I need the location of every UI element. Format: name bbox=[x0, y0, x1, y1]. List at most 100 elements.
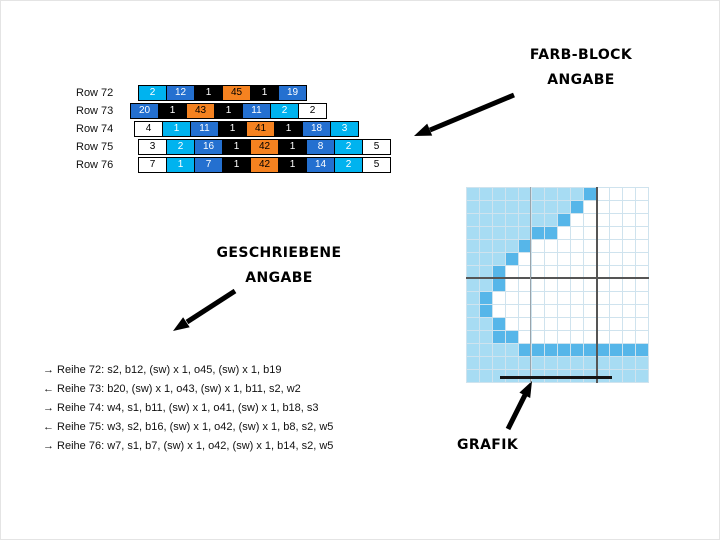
grid-cell bbox=[519, 305, 531, 317]
grid-cell bbox=[545, 357, 557, 369]
grid-cell bbox=[506, 331, 518, 343]
grid-cell bbox=[467, 188, 479, 200]
grid-cell bbox=[480, 292, 492, 304]
grid-cell bbox=[493, 331, 505, 343]
grid-cell bbox=[480, 227, 492, 239]
grid-cell bbox=[480, 253, 492, 265]
grid-cell bbox=[545, 305, 557, 317]
color-block-cell: 8 bbox=[306, 139, 335, 155]
color-block-cell: 1 bbox=[278, 157, 307, 173]
color-block-cell: 2 bbox=[270, 103, 299, 119]
color-block-cell: 4 bbox=[134, 121, 163, 137]
grid-cell bbox=[623, 214, 635, 226]
grid-cell bbox=[519, 292, 531, 304]
grid-cell bbox=[532, 357, 544, 369]
grid-cell bbox=[597, 292, 609, 304]
color-block-cell: 18 bbox=[302, 121, 331, 137]
color-block-cell: 43 bbox=[186, 103, 215, 119]
grid-cell bbox=[610, 266, 622, 278]
grid-cell bbox=[636, 292, 648, 304]
grid-cell bbox=[545, 292, 557, 304]
grid-cell bbox=[623, 331, 635, 343]
color-block-cell: 1 bbox=[214, 103, 243, 119]
grid-cell bbox=[506, 214, 518, 226]
color-block-cell: 7 bbox=[138, 157, 167, 173]
grid-cell bbox=[597, 344, 609, 356]
grid-cell bbox=[610, 370, 622, 382]
grid-cell bbox=[610, 201, 622, 213]
grid-cell bbox=[636, 227, 648, 239]
grid-cell bbox=[610, 214, 622, 226]
color-block-cell: 2 bbox=[138, 85, 167, 101]
color-block-cell: 11 bbox=[190, 121, 219, 137]
grid-cell bbox=[506, 227, 518, 239]
grid-cell bbox=[545, 279, 557, 291]
geschriebene-heading: GESCHRIEBENE ANGABE bbox=[199, 241, 359, 291]
color-block-cell: 16 bbox=[194, 139, 223, 155]
grid-cell bbox=[506, 240, 518, 252]
grid-cell bbox=[571, 331, 583, 343]
grid-cell bbox=[623, 266, 635, 278]
grid-cell bbox=[558, 357, 570, 369]
grid-cell bbox=[532, 292, 544, 304]
grid-cell bbox=[532, 227, 544, 239]
row-label: Row 72 bbox=[76, 87, 114, 99]
geschriebene-line1: GESCHRIEBENE bbox=[216, 245, 342, 261]
grid-cell bbox=[610, 279, 622, 291]
grid-cell bbox=[610, 318, 622, 330]
grid-cell bbox=[493, 266, 505, 278]
grid-cell bbox=[467, 344, 479, 356]
grid-cell bbox=[519, 240, 531, 252]
geschriebene-line2: ANGABE bbox=[245, 270, 313, 286]
color-block-cell: 1 bbox=[278, 139, 307, 155]
grid-cell bbox=[467, 266, 479, 278]
grid-cell bbox=[519, 227, 531, 239]
grid-cell bbox=[506, 201, 518, 213]
grid-cell bbox=[636, 305, 648, 317]
grid-cell bbox=[636, 240, 648, 252]
color-block-cell: 1 bbox=[162, 121, 191, 137]
grid-cell bbox=[519, 279, 531, 291]
grid-cell bbox=[597, 266, 609, 278]
written-line: ← Reihe 75: w3, s2, b16, (sw) x 1, o42, … bbox=[43, 421, 334, 433]
grid-cell bbox=[584, 214, 596, 226]
grid-cell bbox=[545, 214, 557, 226]
grid-cell bbox=[636, 214, 648, 226]
grafik-heading: GRAFIK bbox=[457, 437, 519, 453]
grid-cell bbox=[493, 305, 505, 317]
color-block-cell: 45 bbox=[222, 85, 251, 101]
grid-cell bbox=[584, 279, 596, 291]
grid-cell bbox=[636, 188, 648, 200]
pattern-grid bbox=[466, 187, 649, 383]
grid-bottom-marker bbox=[500, 376, 612, 379]
grid-cell bbox=[480, 279, 492, 291]
grid-cell bbox=[610, 357, 622, 369]
grid-cell bbox=[584, 344, 596, 356]
written-line: → Reihe 76: w7, s1, b7, (sw) x 1, o42, (… bbox=[43, 440, 334, 452]
grid-cell bbox=[584, 227, 596, 239]
grid-cell bbox=[558, 201, 570, 213]
written-line: → Reihe 72: s2, b12, (sw) x 1, o45, (sw)… bbox=[43, 364, 282, 376]
grid-cell bbox=[493, 201, 505, 213]
grid-cell bbox=[623, 370, 635, 382]
grid-cell bbox=[532, 266, 544, 278]
grid-cell bbox=[636, 331, 648, 343]
grid-cell bbox=[506, 188, 518, 200]
grid-cell bbox=[558, 214, 570, 226]
grid-cell bbox=[558, 305, 570, 317]
grid-cell bbox=[545, 201, 557, 213]
grid-cell bbox=[545, 318, 557, 330]
grid-cell bbox=[610, 227, 622, 239]
grid-cell bbox=[467, 357, 479, 369]
written-line: ← Reihe 73: b20, (sw) x 1, o43, (sw) x 1… bbox=[43, 383, 301, 395]
grid-cell bbox=[571, 318, 583, 330]
grid-cell bbox=[493, 344, 505, 356]
grid-cell bbox=[467, 201, 479, 213]
color-block-cell: 42 bbox=[250, 157, 279, 173]
farb-block-heading: FARB-BLOCK ANGABE bbox=[501, 43, 661, 93]
